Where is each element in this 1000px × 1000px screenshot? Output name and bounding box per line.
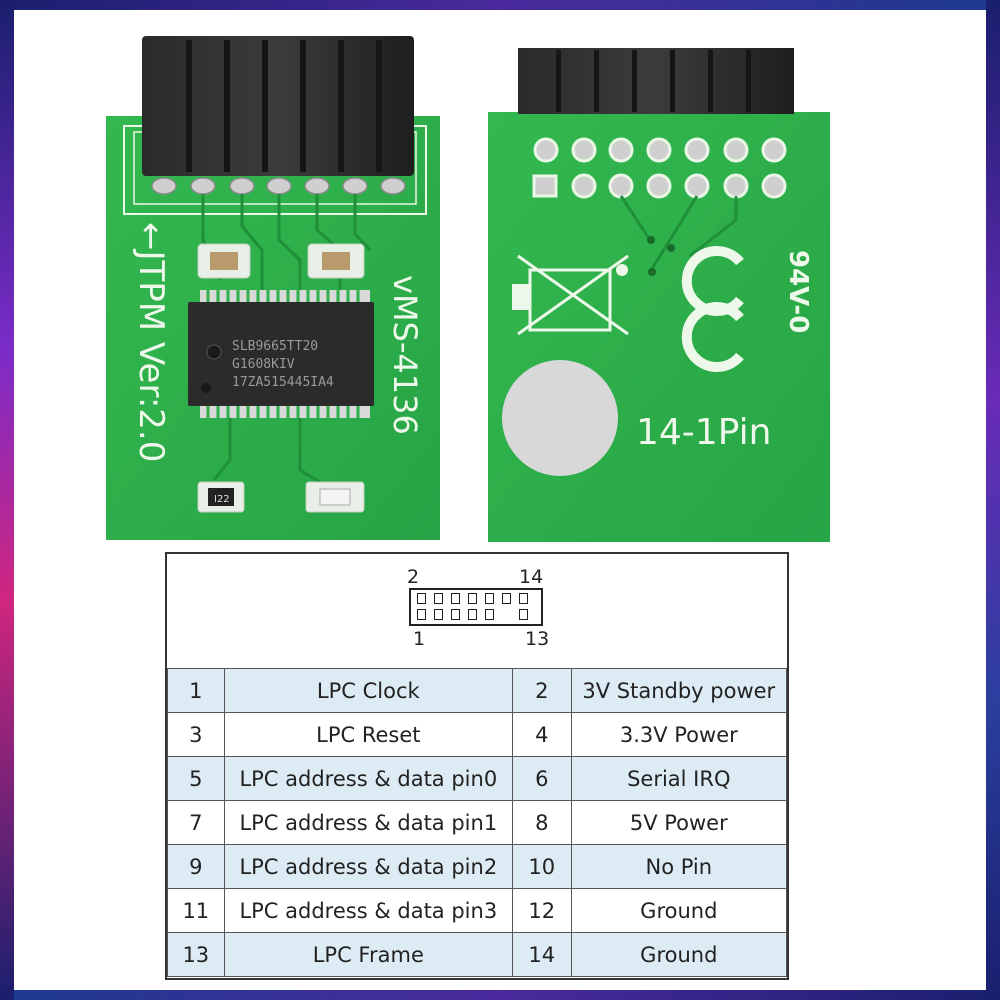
pin-number: 2 — [512, 668, 572, 713]
pin-square — [434, 593, 443, 604]
pin-square — [519, 609, 528, 620]
ce-mark-icon — [681, 246, 744, 372]
pin-square — [468, 593, 477, 604]
pin-square — [451, 609, 460, 620]
pin-square — [434, 609, 443, 620]
pin-function: LPC address & data pin0 — [223, 756, 514, 801]
frame-right — [986, 0, 1000, 1000]
pin-number: 13 — [167, 932, 225, 977]
pin-square — [485, 593, 494, 604]
back-traces — [619, 195, 738, 273]
board-version-text: ←JTPM Ver:2.0 — [131, 222, 171, 462]
front-resistor: I22 — [197, 481, 245, 513]
back-board: 94V-0 14-1Pin — [488, 48, 830, 542]
table-row: 3 LPC Reset 4 3.3V Power — [167, 712, 788, 757]
front-traces — [201, 194, 372, 487]
header-pin-diagram: 2 14 1 13 — [407, 566, 550, 656]
pin-number: 4 — [512, 712, 572, 757]
front-board: SLB9665TT20 G1608KIV 17ZA515445IA4 I22 ←… — [106, 36, 440, 540]
pin-number: 6 — [512, 756, 572, 801]
pin-number: 14 — [512, 932, 572, 977]
front-led — [305, 481, 365, 513]
pin-number: 5 — [167, 756, 225, 801]
pin-function: LPC address & data pin3 — [223, 888, 514, 933]
pin-function: Ground — [570, 888, 788, 933]
pin-number: 12 — [512, 888, 572, 933]
table-row: 11 LPC address & data pin3 12 Ground — [167, 888, 788, 933]
rating-text: 94V-0 — [783, 250, 813, 333]
pin-number: 10 — [512, 844, 572, 889]
diagram-label-top-left: 2 — [407, 566, 420, 588]
table-row: 13 LPC Frame 14 Ground — [167, 932, 788, 977]
pinout-panel: 2 14 1 13 1 LPC Clock 2 3V Standby power — [165, 552, 789, 980]
diagram-label-top-right: 14 — [519, 566, 544, 588]
back-connector — [518, 48, 794, 114]
pin-function: 3V Standby power — [570, 668, 788, 713]
blank-label-circle — [502, 360, 618, 476]
pin-function: Ground — [570, 932, 788, 977]
diagram-label-bottom-left: 1 — [413, 628, 426, 650]
frame-left — [0, 0, 14, 1000]
resistor-code: I22 — [214, 494, 230, 505]
pin-square — [417, 609, 426, 620]
pin-square — [417, 593, 426, 604]
chip-line-1: SLB9665TT20 — [232, 339, 318, 354]
table-row: 7 LPC address & data pin1 8 5V Power — [167, 800, 788, 845]
pin-number: 3 — [167, 712, 225, 757]
pin-number: 9 — [167, 844, 225, 889]
front-connector — [142, 36, 414, 176]
front-capacitor-1 — [197, 243, 251, 279]
product-photo: SLB9665TT20 G1608KIV 17ZA515445IA4 I22 ←… — [106, 36, 830, 542]
diagram-label-bottom-right: 13 — [525, 628, 550, 650]
chip-line-3: 17ZA515445IA4 — [232, 375, 334, 390]
tpm-chip: SLB9665TT20 G1608KIV 17ZA515445IA4 — [188, 290, 374, 418]
table-row: 5 LPC address & data pin0 6 Serial IRQ — [167, 756, 788, 801]
pin-square — [451, 593, 460, 604]
pin-function: LPC address & data pin1 — [223, 800, 514, 845]
pin-square — [485, 609, 494, 620]
pin-function: Serial IRQ — [570, 756, 788, 801]
pin-function: No Pin — [570, 844, 788, 889]
header-outline — [409, 588, 543, 626]
weee-bin-icon — [512, 254, 629, 336]
pin-function: 3.3V Power — [570, 712, 788, 757]
pinout-table: 1 LPC Clock 2 3V Standby power 3 LPC Res… — [167, 668, 788, 977]
pin-function: LPC Reset — [223, 712, 514, 757]
pin-square — [502, 593, 511, 604]
pin-function: LPC Frame — [223, 932, 514, 977]
pin-number: 8 — [512, 800, 572, 845]
front-solder-pins — [151, 177, 406, 195]
pin-number: 1 — [167, 668, 225, 713]
pin-function: LPC Clock — [223, 668, 514, 713]
pin-square — [468, 609, 477, 620]
board-model-text: vMS-4136 — [386, 275, 424, 435]
frame-bottom — [0, 990, 1000, 1000]
pin-function: LPC address & data pin2 — [223, 844, 514, 889]
pin-count-text: 14-1Pin — [636, 412, 771, 453]
pin-number: 7 — [167, 800, 225, 845]
frame-top — [0, 0, 1000, 10]
table-row: 9 LPC address & data pin2 10 No Pin — [167, 844, 788, 889]
chip-line-2: G1608KIV — [232, 357, 295, 372]
pin-square — [519, 593, 528, 604]
table-row: 1 LPC Clock 2 3V Standby power — [167, 668, 788, 713]
front-capacitor-2 — [307, 243, 365, 279]
pin-function: 5V Power — [570, 800, 788, 845]
pin-number: 11 — [167, 888, 225, 933]
pin1-square-pad — [532, 174, 558, 198]
